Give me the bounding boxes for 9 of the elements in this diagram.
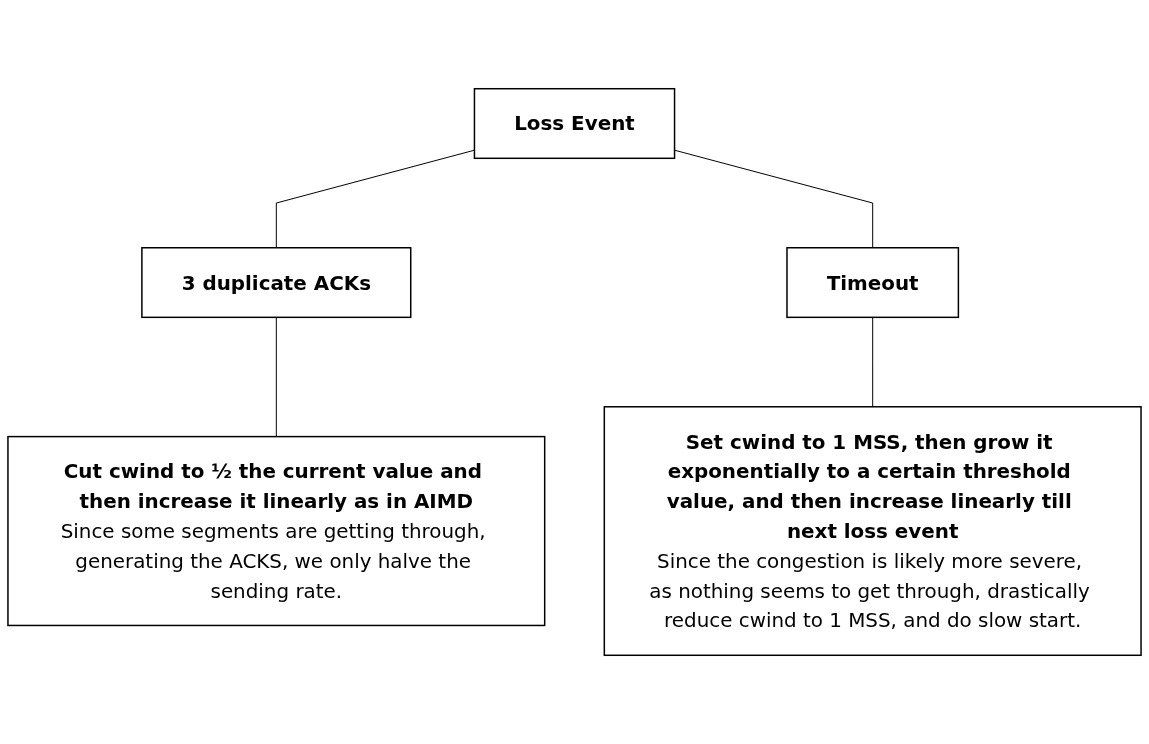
node-box: Set cwind to 1 MSS, then grow it exponentially to a certain threshold value, and then increase linearly till next loss event Since the congestion is likely more severe, as nothing seems to get through, drastically reduce cwind to 1 MSS, and do slow start.: [603, 406, 1142, 656]
node-box: 3 duplicate ACKs: [141, 247, 412, 319]
node-box: Timeout: [786, 247, 960, 319]
connector: [872, 316, 874, 408]
connector: [275, 149, 475, 249]
node-box: Loss Event: [473, 88, 676, 160]
connector: [674, 149, 874, 249]
connector: [275, 316, 277, 438]
node-box: Cut cwind to ½ the current value and then increase it linearly as in AIMD Since some segments are getting through, generating the ACKS, we only halve the sending rate.: [7, 435, 546, 627]
